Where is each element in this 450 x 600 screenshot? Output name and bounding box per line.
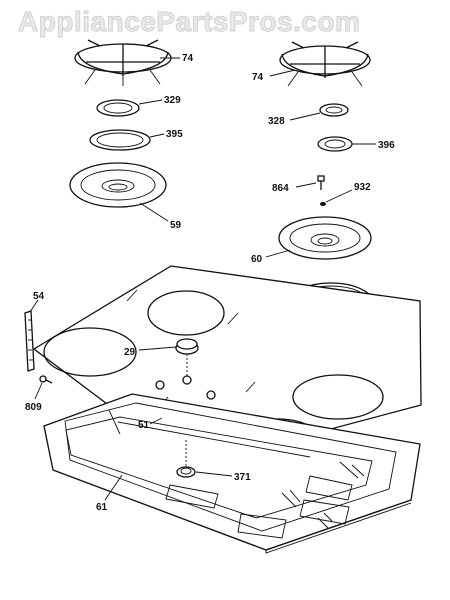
screw-864: [317, 175, 325, 190]
callout-809: 809: [25, 402, 42, 413]
knob-29: [175, 338, 199, 376]
leader-809: [34, 382, 43, 400]
bracket-54: [24, 310, 35, 372]
callout-59: 59: [170, 220, 182, 231]
leader-51: [149, 417, 163, 425]
callout-54: 54: [33, 291, 45, 302]
part-932: [320, 202, 326, 206]
cooktop-body-61: [43, 393, 421, 554]
callout-60: 60: [251, 254, 263, 265]
callout-74-right: 74: [252, 72, 264, 83]
callout-61: 61: [96, 502, 108, 513]
callout-371: 371: [234, 472, 251, 483]
callout-51: 51: [138, 420, 150, 431]
callout-74-left: 74: [182, 53, 194, 64]
callout-395: 395: [166, 129, 183, 140]
part-371: [176, 440, 196, 478]
callout-29: 29: [124, 347, 136, 358]
grate-left: [74, 39, 172, 86]
screw-809: [39, 375, 53, 384]
grate-right: [279, 41, 371, 87]
leader-864: [295, 182, 317, 188]
ring-395: [89, 129, 151, 151]
drip-pan-59: [69, 162, 167, 208]
leader-29: [138, 346, 177, 351]
leader-328: [289, 112, 321, 121]
leader-932: [325, 189, 353, 203]
leader-329: [138, 99, 163, 105]
leader-54: [29, 299, 39, 313]
leader-59: [139, 202, 169, 222]
leader-74-right: [269, 69, 296, 77]
callout-329: 329: [164, 95, 181, 106]
callout-932: 932: [354, 182, 371, 193]
ring-396: [317, 136, 353, 152]
leader-371: [195, 471, 233, 477]
leader-395: [149, 133, 165, 138]
drip-pan-60: [278, 216, 372, 260]
leader-60: [265, 249, 291, 258]
ring-328: [319, 103, 349, 117]
callout-864: 864: [272, 183, 289, 194]
callout-328: 328: [268, 116, 285, 127]
watermark-text: AppliancePartsPros.com: [18, 6, 361, 38]
callout-396: 396: [378, 140, 395, 151]
leader-61: [104, 474, 123, 501]
ring-329: [96, 99, 140, 117]
